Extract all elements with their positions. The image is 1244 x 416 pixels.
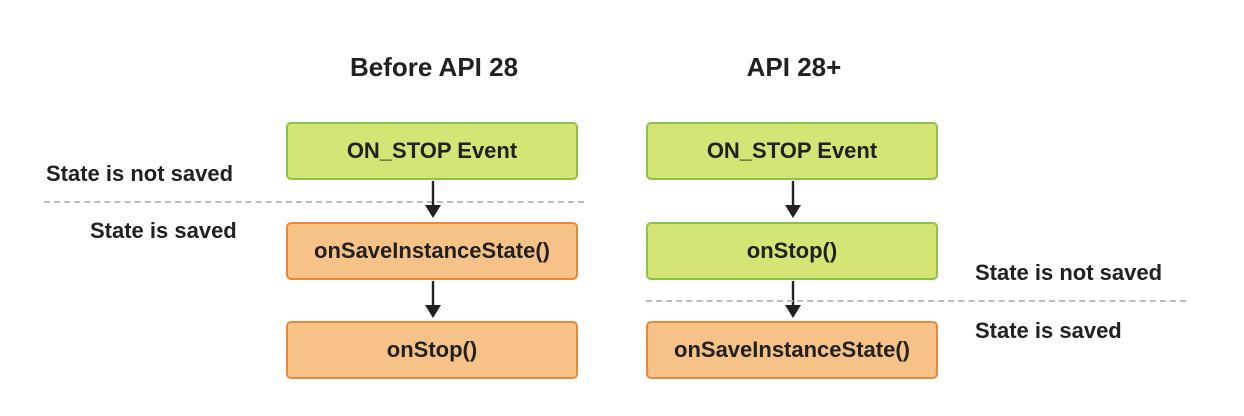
right-on-stop-label: onStop() — [746, 238, 838, 263]
left-on-stop-box: onStop() — [286, 321, 578, 379]
left-on-save-instance-state-label: onSaveInstanceState() — [314, 238, 550, 263]
right-state-not-saved-label: State is not saved — [975, 260, 1163, 285]
right-arrow-1 — [785, 181, 801, 218]
right-on-save-instance-state-box: onSaveInstanceState() — [646, 321, 938, 379]
left-arrow-2 — [425, 281, 441, 318]
left-on-stop-event-box: ON_STOP Event — [286, 122, 578, 180]
right-on-stop-event-box: ON_STOP Event — [646, 122, 938, 180]
api-28-plus-title: API 28+ — [746, 52, 842, 82]
right-save-divider — [646, 300, 1186, 302]
right-on-stop-event-label: ON_STOP Event — [706, 138, 878, 163]
left-on-stop-event-label: ON_STOP Event — [346, 138, 518, 163]
left-arrow-1 — [425, 181, 441, 218]
left-state-not-saved-label: State is not saved — [46, 161, 234, 186]
right-state-saved-label: State is saved — [975, 318, 1122, 343]
left-state-saved-label: State is saved — [90, 218, 237, 243]
left-save-divider — [44, 201, 584, 203]
before-api-28-title: Before API 28 — [349, 52, 519, 82]
left-on-save-instance-state-box: onSaveInstanceState() — [286, 222, 578, 280]
right-arrow-2 — [785, 281, 801, 318]
right-on-save-instance-state-label: onSaveInstanceState() — [674, 337, 910, 362]
left-on-stop-label: onStop() — [386, 337, 478, 362]
right-on-stop-box: onStop() — [646, 222, 938, 280]
